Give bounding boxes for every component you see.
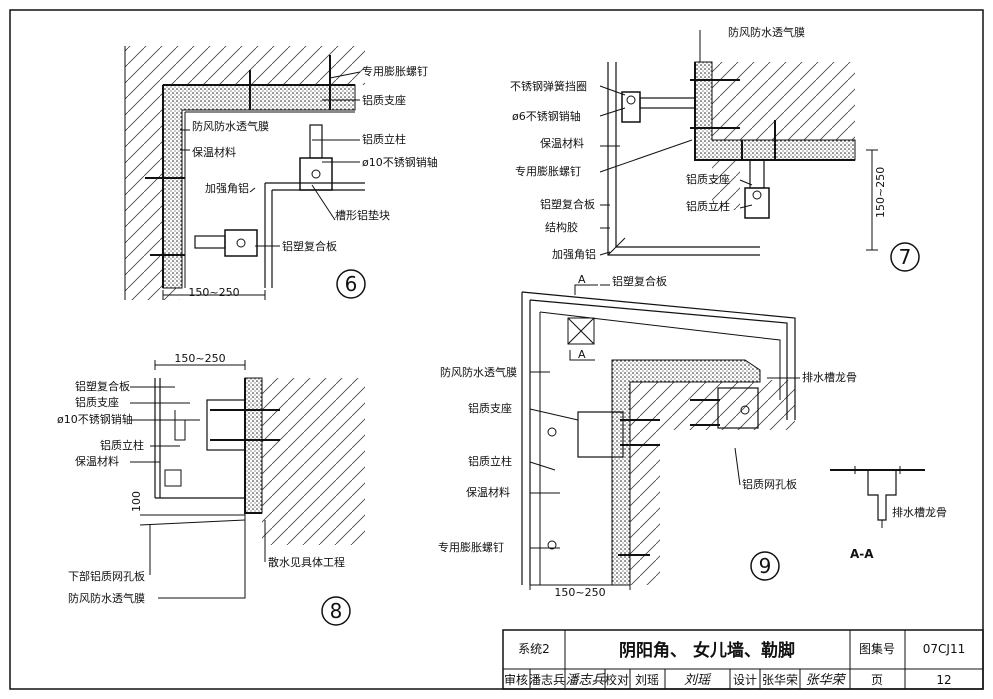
detail-9: A A 150~250 铝塑复合板 防风防水透气膜 排水槽龙骨 铝质支座 铝质立… [438,273,857,599]
review-signature: 潘志兵 [565,673,605,688]
svg-text:6: 6 [345,272,358,296]
label-membrane: 防风防水透气膜 [728,25,805,39]
label-mesh-plate: 铝质网孔板 [742,477,797,491]
sheet-border [9,9,984,690]
label-al-bracket: 铝质支座 [468,401,512,415]
insulation-layer [244,377,263,514]
label-acp-panel: 铝塑复合板 [75,379,130,393]
atlas-label: 图集号 [859,641,895,656]
check-signature: 刘瑶 [684,673,712,688]
design-name: 张华荣 [762,673,798,687]
label-pin-shaft: ø6不锈钢销轴 [512,109,581,123]
insulation-layer [162,84,356,289]
detail-number-6 [336,269,366,299]
label-al-bracket: 铝质支座 [686,172,730,186]
detail-8: 150~250 100 铝塑复合板 铝质支座 ø10不锈钢销轴 铝质立柱 保温材… [57,352,365,626]
label-acp-panel: 铝塑复合板 [612,274,667,288]
label-sealant: 结构胶 [545,220,578,234]
check-name: 刘瑶 [635,673,659,687]
label-membrane: 防风防水透气膜 [440,365,517,379]
dimension-9: 150~250 [554,586,605,599]
review-label: 审核 [504,672,528,687]
review-name: 潘志兵 [529,673,565,687]
check-label: 校对 [605,672,629,687]
detail-number-9 [750,551,780,581]
title-block: 系统2 阴阳角、 女儿墙、勒脚 图集号 07CJ11 审核 潘志兵 潘志兵 校对… [502,629,984,690]
page-number: 12 [936,673,951,687]
label-reinforce-angle: 加强角铝 [205,181,249,195]
detail-number-7 [890,242,920,272]
label-al-mullion: 铝质立柱 [100,438,144,452]
wall-hatch [712,62,855,210]
atlas-number: 07CJ11 [923,642,965,656]
section-mark-bottom: A [578,348,586,361]
detail-7: 150~250 防风防水透气膜 不锈钢弹簧挡圈 ø6不锈钢销轴 保温材料 专用膨… [510,25,920,272]
label-bottom-mesh: 下部铝质网孔板 [68,569,145,583]
section-a-a: 排水槽龙骨 A-A [830,466,947,561]
label-insulation: 保温材料 [192,145,236,159]
label-insulation: 保温材料 [540,136,584,150]
dimension-8: 150~250 [174,352,225,365]
label-pin-shaft: ø10不锈钢销轴 [57,412,133,426]
system-label: 系统2 [518,642,550,656]
label-acp-panel: 铝塑复合板 [540,197,595,211]
detail-6: 150~250 专用膨胀螺钉 铝质支座 防风防水透气膜 铝质立柱 保温材料 ø1… [124,46,438,300]
label-al-mullion: 铝质立柱 [468,454,512,468]
label-insulation: 保温材料 [75,454,119,468]
label-acp-panel: 铝塑复合板 [282,239,337,253]
dimension-7: 150~250 [874,167,887,218]
label-anchor-bolt: 专用膨胀螺钉 [515,164,581,178]
page-label: 页 [871,673,883,687]
label-reinforce-angle: 加强角铝 [552,247,596,261]
label-channel-pad: 槽形铝垫块 [335,208,390,222]
label-anchor-bolt: 专用膨胀螺钉 [362,64,428,78]
svg-text:7: 7 [899,245,912,269]
label-al-mullion: 铝质立柱 [686,199,730,213]
dimension-8-small: 100 [130,491,143,512]
label-membrane: 防风防水透气膜 [192,119,269,133]
label-al-bracket: 铝质支座 [75,395,119,409]
wall-hatch [262,378,365,545]
label-drain-keel: 排水槽龙骨 [802,370,857,384]
dimension-6: 150~250 [188,286,239,299]
acp-panel [154,378,245,499]
label-membrane: 防风防水透气膜 [68,591,145,605]
detail-number-8 [321,596,351,626]
label-pin-shaft: ø10不锈钢销轴 [362,155,438,169]
acp-panel [264,182,365,288]
svg-text:9: 9 [759,554,772,578]
svg-text:8: 8 [330,599,343,623]
wall-hatch [630,380,795,585]
label-al-bracket: 铝质支座 [362,93,406,107]
acp-panel [521,291,796,585]
label-section-keel: 排水槽龙骨 [892,505,947,519]
design-label: 设计 [733,673,757,687]
label-spring-ring: 不锈钢弹簧挡圈 [510,79,587,93]
design-signature: 张华荣 [805,673,846,688]
section-mark-top: A [578,273,586,286]
drawing-title: 阴阳角、 女儿墙、勒脚 [619,640,795,661]
label-insulation: 保温材料 [466,485,510,499]
label-apron: 散水见具体工程 [268,555,345,569]
label-al-mullion: 铝质立柱 [362,132,406,146]
label-anchor-bolt: 专用膨胀螺钉 [438,540,504,554]
section-label: A-A [850,547,874,561]
